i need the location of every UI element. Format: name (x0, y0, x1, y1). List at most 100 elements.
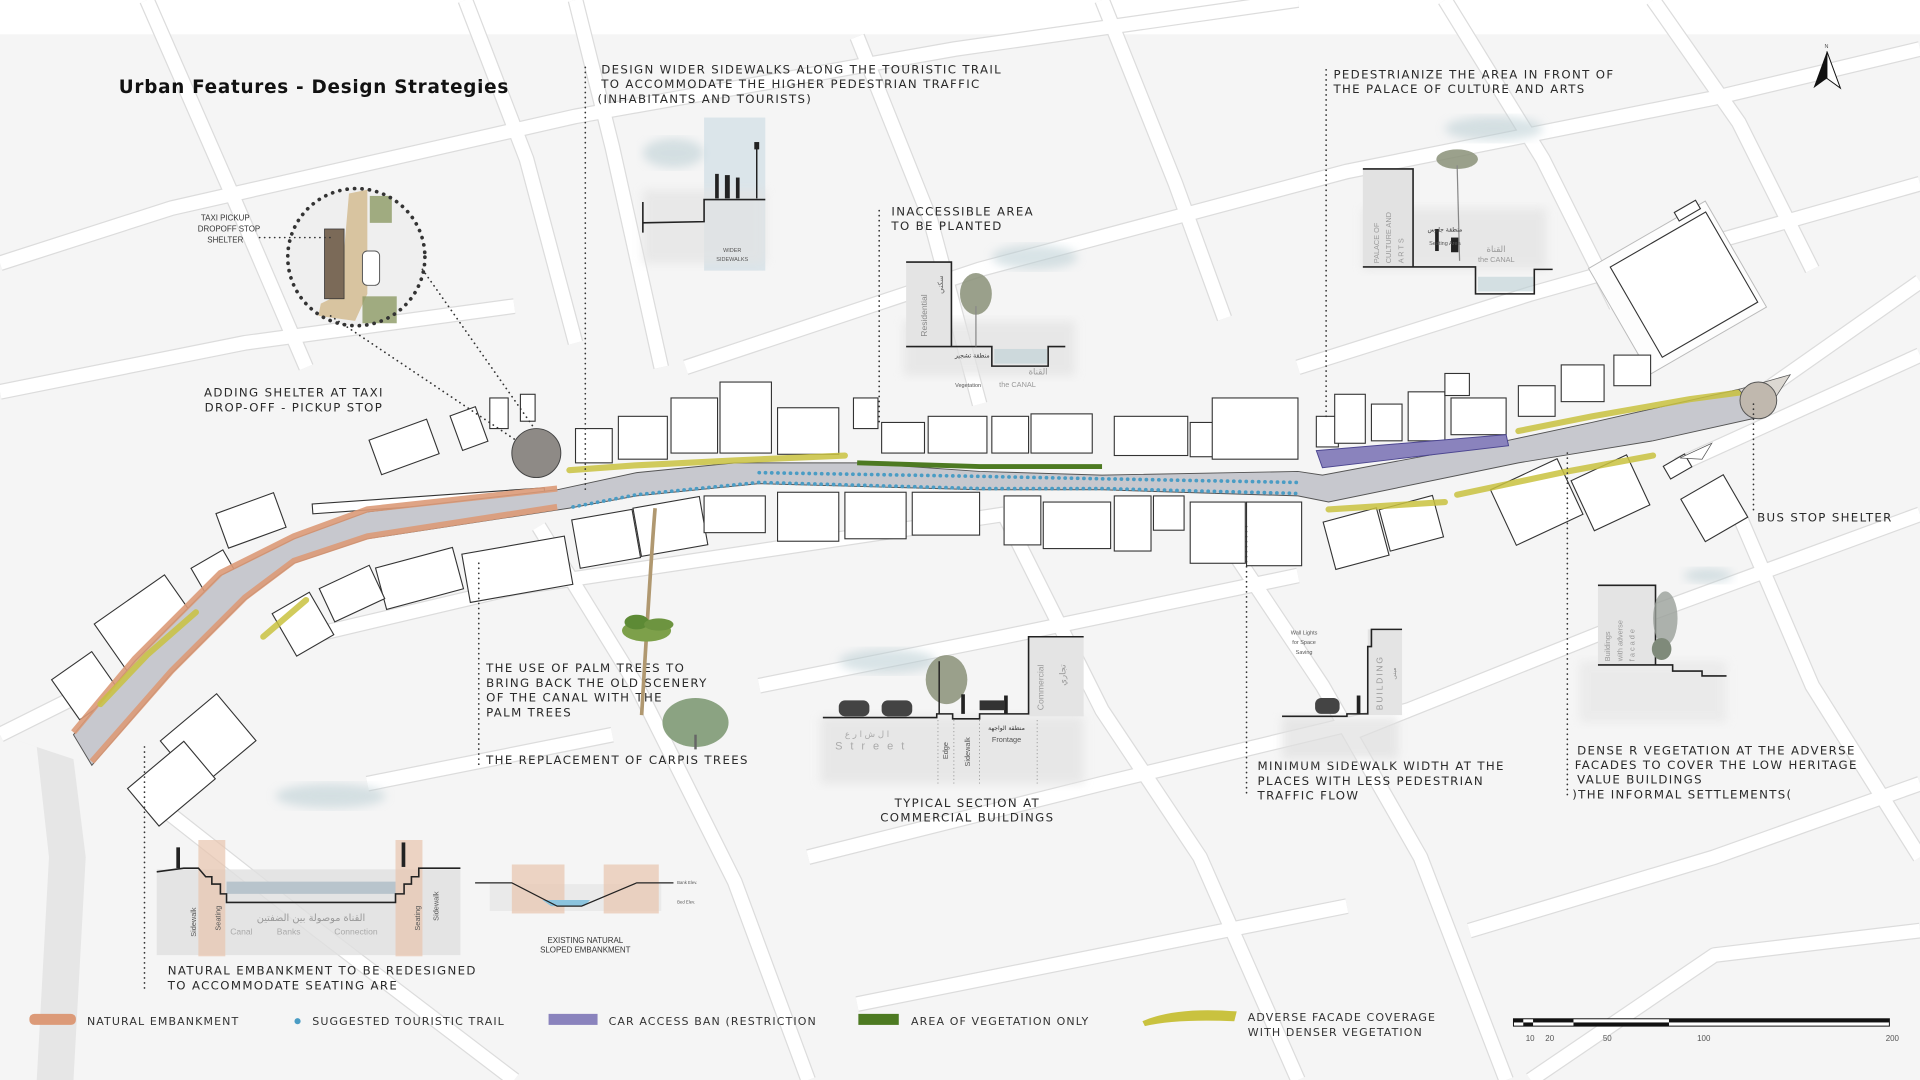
annotation-existing-sloped: EXISTING NATURAL SLOPED EMBANKMENT (540, 936, 631, 955)
annotation-line: MINIMUM SIDEWALK WIDTH AT THE (1258, 759, 1505, 773)
annotation-dense: DENSE R VEGETATION AT THE ADVERSE FACADE… (1572, 743, 1858, 801)
annotation-line: VALUE BUILDINGS (1577, 773, 1703, 787)
annotation-line: THE USE OF PALM TREES TO (485, 661, 685, 675)
annotation-line: TO ACCOMMODATE SEATING ARE (167, 978, 398, 992)
taxi-stop-marker (511, 428, 562, 479)
legend-label: SUGGESTED TOURISTIC TRAIL (312, 1015, 505, 1028)
section-label: Bed Elev. (677, 900, 695, 905)
legend-label: CAR ACCESS BAN (RESTRICTION (609, 1015, 817, 1028)
adverse-facade-strips (97, 386, 1767, 708)
legend-swatch (548, 1013, 598, 1025)
section-label: Sidewalk (963, 737, 972, 767)
legend-swatch (29, 1013, 76, 1025)
annotation-line: TO BE PLANTED (890, 219, 1002, 233)
annotation-line: THE PALACE OF CULTURE AND ARTS (1332, 82, 1585, 96)
leader-lines (143, 66, 1569, 993)
vegetation-only-strip (857, 460, 1103, 469)
touristic-trail-lower (571, 480, 1300, 509)
section-label: A R T S (1396, 238, 1405, 263)
section-label: ا ل ش ا ر ع (845, 730, 889, 740)
section-label: Seating (413, 906, 422, 931)
legend-item-adverse-facade: ADVERSE FACADE COVERAGE WITH DENSER VEGE… (1142, 1010, 1436, 1039)
legend-item-vegetation: AREA OF VEGETATION ONLY (858, 1013, 1088, 1028)
annotation-line: FACADES TO COVER THE LOW HERITAGE (1575, 758, 1858, 772)
annotation-taxi: TAXI PICKUP DROPOFF STOP SHELTER (198, 213, 260, 244)
section-label: سكني (936, 275, 945, 294)
section-label: Banks (277, 926, 301, 936)
section-palace: PALACE OF CULTURE AND A R T S منطقة جلوس… (1362, 116, 1553, 295)
section-label: CULTURE AND (1384, 212, 1393, 263)
section-label: Edge (941, 742, 950, 759)
section-label: Commercial (1035, 664, 1045, 710)
annotation-line: OF THE CANAL WITH THE (486, 691, 663, 705)
annotation-wider-sidewalks: DESIGN WIDER SIDEWALKS ALONG THE TOURIST… (598, 62, 1002, 106)
section-label: Residential (919, 294, 929, 336)
annotation-adding-shelter: ADDING SHELTER AT TAXI DROP-OFF - PICKUP… (204, 386, 384, 415)
annotation-line: TYPICAL SECTION AT (894, 796, 1040, 810)
section-label: f a c a d e (1628, 629, 1637, 661)
palm-tree-icon (622, 508, 674, 716)
car-access-ban-area (1315, 434, 1510, 469)
section-label: with adverse (1615, 620, 1624, 662)
section-label: Sidewalk (431, 891, 440, 921)
section-label: Sidewalk (189, 907, 198, 937)
section-label: مبنى (1391, 668, 1398, 680)
north-label: N (1824, 44, 1828, 50)
annotation-line: TAXI PICKUP (201, 213, 250, 222)
section-label: SIDEWALKS (716, 257, 748, 263)
legend-swatch (858, 1013, 899, 1025)
annotation-bus-stop: BUS STOP SHELTER (1757, 511, 1893, 525)
section-label: Connection (334, 926, 378, 936)
scale-label: 100 (1697, 1034, 1711, 1043)
annotation-line: SHELTER (207, 235, 243, 244)
scale-label: 200 (1886, 1034, 1900, 1043)
touristic-trail-upper (757, 470, 1300, 485)
section-label: القناة موصولة بين الضفتين (257, 913, 366, 924)
section-label: تجاري (1058, 664, 1068, 686)
scale-bar: 10 20 50 100 200 (1512, 1018, 1900, 1043)
annotation-carpis: THE REPLACEMENT OF CARPIS TREES (485, 753, 749, 767)
section-label: القناة (1487, 245, 1506, 255)
section-label: Vegetation (955, 383, 981, 389)
annotation-palm: THE USE OF PALM TREES TO BRING BACK THE … (485, 661, 706, 719)
section-sloped-embankment: Bank Elev. Bed Elev. (475, 864, 697, 914)
section-wider-sidewalks: WIDER SIDEWALKS (642, 117, 766, 271)
legend-item-natural-embankment: NATURAL EMBANKMENT (29, 1013, 238, 1028)
section-commercial: S t r e e t ا ل ش ا ر ع Edge Sidewalk من… (820, 635, 1084, 784)
scale-label: 10 (1526, 1034, 1535, 1043)
legend-item-car-ban: CAR ACCESS BAN (RESTRICTION (548, 1013, 817, 1028)
legend-label: ADVERSE FACADE COVERAGE (1248, 1011, 1436, 1024)
section-label: القناة (1029, 368, 1048, 378)
scale-label: 20 (1545, 1034, 1554, 1043)
section-label: Wall Lights (1291, 630, 1318, 636)
annotation-line: PEDESTRIANIZE THE AREA IN FRONT OF (1333, 67, 1614, 81)
bus-stop-marker (1739, 381, 1778, 420)
annotation-line: ADDING SHELTER AT TAXI (204, 386, 384, 400)
section-label: Seating (213, 906, 222, 931)
annotation-inaccessible: INACCESSIBLE AREA TO BE PLANTED (890, 205, 1032, 234)
section-label: WIDER (723, 248, 741, 254)
section-label: Saving (1296, 650, 1313, 656)
legend-swatch (294, 1018, 301, 1025)
annotation-line: DROP-OFF - PICKUP STOP (205, 400, 384, 414)
scale-label: 50 (1603, 1034, 1612, 1043)
annotation-typical-section: TYPICAL SECTION AT COMMERCIAL BUILDINGS (880, 796, 1053, 825)
city-blocks (1587, 199, 1768, 376)
section-label: BUILDING (1374, 655, 1384, 710)
section-label: the CANAL (1478, 255, 1515, 264)
annotation-line: DESIGN WIDER SIDEWALKS ALONG THE TOURIST… (601, 62, 1002, 76)
section-label: PALACE OF (1372, 222, 1381, 263)
annotation-line: (INHABITANTS AND TOURISTS) (598, 92, 813, 106)
section-label: منطقة الواجهة (988, 725, 1025, 732)
annotation-line: )THE INFORMAL SETTLEMENTS( (1572, 787, 1792, 801)
natural-embankment-lower (89, 503, 558, 764)
legend-swatch (1142, 1010, 1237, 1027)
annotation-line: DROPOFF STOP (198, 224, 260, 233)
section-embankment: Sidewalk Seating القناة موصولة بين الضفت… (156, 783, 461, 957)
annotation-line: PALM TREES (486, 705, 572, 719)
section-label: منطقة تشجير (954, 353, 990, 360)
annotation-min-sidewalk: MINIMUM SIDEWALK WIDTH AT THE PLACES WIT… (1257, 759, 1505, 802)
section-label: منطقة جلوس (1427, 226, 1462, 233)
annotation-pedestrianize: PEDESTRIANIZE THE AREA IN FRONT OF THE P… (1332, 67, 1614, 96)
